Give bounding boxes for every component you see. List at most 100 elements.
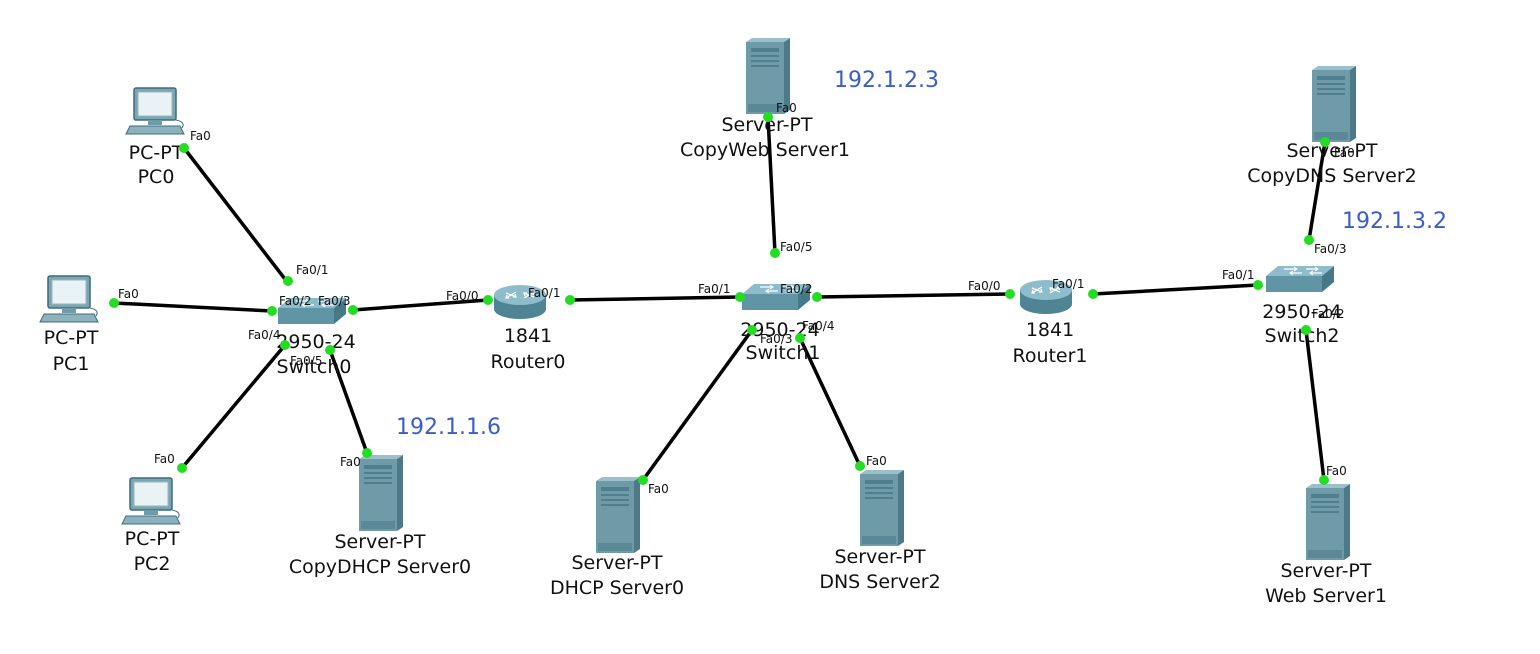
link-web-switch2[interactable]: [1304, 328, 1326, 482]
port-dot[interactable]: [735, 292, 745, 302]
pc1[interactable]: PC-PT PC1: [39, 275, 99, 375]
port-dot[interactable]: [177, 463, 187, 473]
web-server[interactable]: Server-PT Web Server1: [1265, 484, 1387, 607]
pc-icon[interactable]: [39, 275, 99, 323]
switch2-type-label: 2950-24: [1262, 301, 1341, 323]
port-dot[interactable]: [283, 276, 293, 286]
port-dot[interactable]: [179, 143, 189, 153]
server-icon[interactable]: [1312, 66, 1356, 142]
port-dots: [109, 112, 1330, 485]
port-label: Fa0/4: [248, 328, 280, 342]
port-label: Fa0: [1326, 464, 1347, 478]
port-dot[interactable]: [1304, 235, 1314, 245]
port-dot[interactable]: [770, 248, 780, 258]
copydns-name-label: CopyDNS Server2: [1247, 165, 1417, 187]
dns-server[interactable]: Server-PT DNS Server2: [819, 470, 941, 593]
router1-name-label: Router1: [1012, 345, 1087, 367]
pc2-name-label: PC2: [134, 553, 171, 575]
router1-type-label: 1841: [1026, 319, 1074, 341]
link-pc1-switch0[interactable]: [112, 301, 274, 313]
copydns-type-label: Server-PT: [1286, 140, 1377, 162]
copyweb-server[interactable]: Server-PT CopyWeb Server1: [680, 38, 850, 161]
port-dot[interactable]: [280, 340, 290, 350]
port-label: Fa0/3: [1314, 242, 1346, 256]
port-label: Fa0/1: [1052, 277, 1084, 291]
ip-label-copydns: 192.1.3.2: [1342, 209, 1447, 234]
pc-icon[interactable]: [121, 477, 181, 525]
port-dot[interactable]: [1088, 289, 1098, 299]
web-name-label: Web Server1: [1265, 585, 1387, 607]
switch1-name-label: Switch1: [746, 342, 821, 364]
link-router0-switch1[interactable]: [568, 295, 742, 302]
link-dhcp-switch1[interactable]: [641, 328, 754, 482]
pc0[interactable]: PC-PT PC0: [125, 87, 185, 188]
copyweb-type-label: Server-PT: [721, 114, 812, 136]
pc0-type-label: PC-PT: [129, 142, 184, 164]
server-icon[interactable]: [596, 477, 640, 553]
switch0-type-label: 2950-24: [276, 331, 355, 353]
port-dot[interactable]: [109, 298, 119, 308]
port-dot[interactable]: [1320, 137, 1330, 147]
port-dot[interactable]: [638, 475, 648, 485]
router0[interactable]: 1841 Router0: [490, 284, 566, 373]
port-dot[interactable]: [348, 305, 358, 315]
link-pc2-switch0[interactable]: [180, 343, 287, 470]
pc1-type-label: PC-PT: [44, 327, 99, 349]
pc2[interactable]: PC-PT PC2: [121, 477, 181, 575]
port-dot[interactable]: [267, 306, 277, 316]
dns-type-label: Server-PT: [834, 546, 925, 568]
server-icon[interactable]: [1306, 484, 1350, 560]
pc-icon[interactable]: [125, 87, 185, 135]
copydhcp-type-label: Server-PT: [334, 531, 425, 553]
copydns-server[interactable]: Server-PT CopyDNS Server2: [1247, 66, 1417, 187]
link-pc0-switch0[interactable]: [182, 146, 290, 285]
port-label: Fa0/1: [1222, 268, 1254, 282]
server-icon[interactable]: [359, 455, 403, 531]
port-label: Fa0/5: [290, 354, 322, 368]
router1[interactable]: 1841 Router1: [1012, 279, 1088, 367]
switch0[interactable]: 2950-24 Switch0: [276, 297, 356, 378]
dns-name-label: DNS Server2: [819, 571, 940, 593]
web-type-label: Server-PT: [1280, 560, 1371, 582]
port-label: Fa0/5: [780, 240, 812, 254]
port-dot[interactable]: [1301, 325, 1311, 335]
copydhcp-server[interactable]: Server-PT CopyDHCP Server0: [289, 455, 471, 578]
ip-annotations: 192.1.1.6 192.1.2.3 192.1.3.2: [396, 68, 1447, 440]
link-copyweb-switch1[interactable]: [766, 115, 777, 255]
port-dot[interactable]: [812, 292, 822, 302]
port-label: Fa0: [190, 129, 211, 143]
port-labels: Fa0 Fa0/1 Fa0 Fa0/2 Fa0/3 Fa0/4 Fa0/5 Fa…: [118, 101, 1355, 496]
port-dot[interactable]: [763, 112, 773, 122]
port-dot[interactable]: [855, 461, 865, 471]
port-label: Fa0: [118, 287, 139, 301]
link-router1-switch2[interactable]: [1091, 283, 1260, 296]
link-copydns-switch2[interactable]: [1307, 140, 1327, 242]
port-label: Fa0/1: [296, 263, 328, 277]
dhcp-server[interactable]: Server-PT DHCP Server0: [550, 477, 684, 599]
copyweb-name-label: CopyWeb Server1: [680, 139, 850, 161]
link-copydhcp-switch0[interactable]: [328, 348, 369, 455]
port-label: Fa0/4: [802, 319, 834, 333]
port-dot[interactable]: [1253, 280, 1263, 290]
router0-type-label: 1841: [504, 325, 552, 347]
port-label: Fa0/2: [1312, 307, 1344, 321]
port-label: Fa0/0: [446, 289, 478, 303]
port-label: Fa0: [866, 454, 887, 468]
port-label: Fa0: [154, 452, 175, 466]
port-dot[interactable]: [1319, 475, 1329, 485]
port-label: Fa0/3: [760, 332, 792, 346]
port-dot[interactable]: [1005, 289, 1015, 299]
link-switch0-router0[interactable]: [351, 298, 490, 312]
server-icon[interactable]: [860, 470, 904, 546]
port-dot[interactable]: [362, 448, 372, 458]
port-dot[interactable]: [795, 333, 805, 343]
switch2[interactable]: 2950-24 Switch2: [1262, 265, 1342, 347]
switch-icon[interactable]: [1265, 265, 1335, 293]
link-dns-switch1[interactable]: [798, 336, 862, 468]
port-dot[interactable]: [747, 325, 757, 335]
port-dot[interactable]: [565, 295, 575, 305]
port-dot[interactable]: [325, 345, 335, 355]
port-label: Fa0/3: [318, 294, 350, 308]
link-switch1-router1[interactable]: [815, 292, 1012, 299]
port-dot[interactable]: [483, 295, 493, 305]
